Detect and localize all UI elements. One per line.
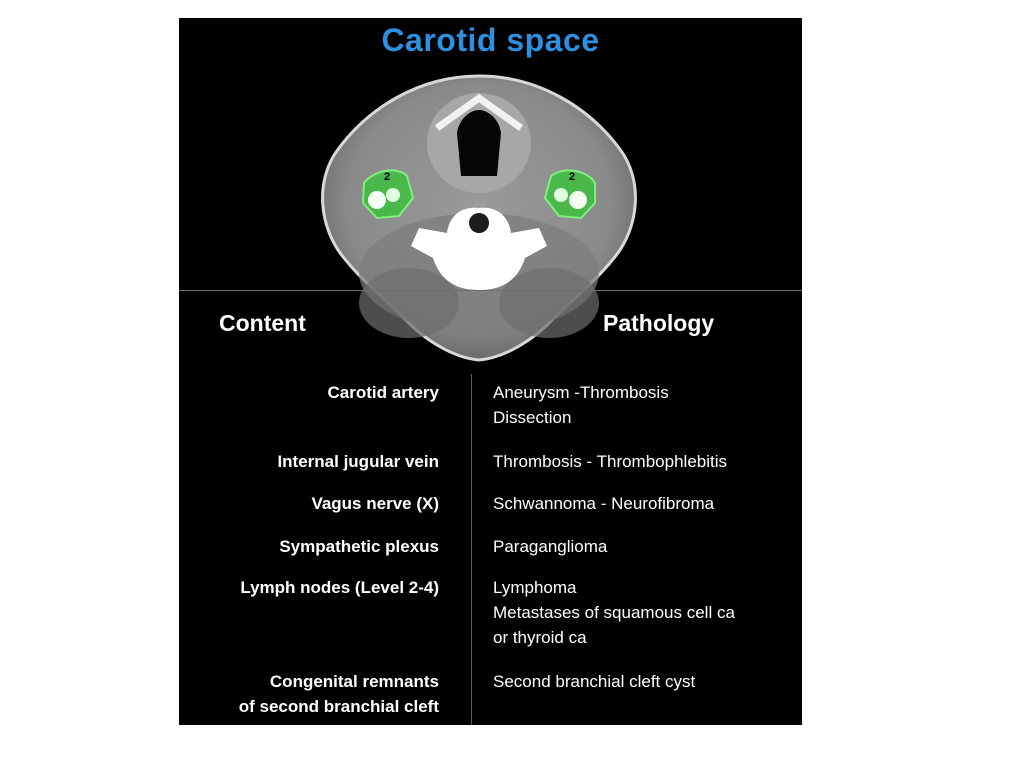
content-header: Content xyxy=(219,310,306,336)
slide-title: Carotid space xyxy=(381,22,600,58)
content-sympathetic-plexus: Sympathetic plexus xyxy=(279,537,439,556)
content-lymph-nodes: Lymph nodes (Level 2-4) xyxy=(240,578,439,597)
content-internal-jugular-vein: Internal jugular vein xyxy=(277,452,439,471)
pathology-carotid-artery: Aneurysm -Thrombosis Dissection xyxy=(493,383,669,427)
cervical-vertebra xyxy=(411,207,547,290)
content-congenital-remnants: Congenital remnants of second branchial … xyxy=(238,672,439,716)
content-carotid-artery: Carotid artery xyxy=(327,383,439,402)
section-divider xyxy=(179,290,802,291)
pathology-header: Pathology xyxy=(603,310,715,336)
ct-neck-axial-image: 2 2 xyxy=(321,74,637,362)
pathology-lymph-nodes: Lymphoma Metastases of squamous cell ca … xyxy=(493,578,735,647)
pathology-internal-jugular-vein: Thrombosis - Thrombophlebitis xyxy=(493,452,727,471)
airway xyxy=(457,110,501,176)
pathology-vagus-nerve: Schwannoma - Neurofibroma xyxy=(493,494,715,513)
pathology-sympathetic-plexus: Paraganglioma xyxy=(493,537,608,556)
left-level-marker: 2 xyxy=(384,171,390,183)
pathology-congenital-remnants: Second branchial cleft cyst xyxy=(493,672,696,691)
thyroid-cartilage xyxy=(434,93,524,131)
slide: Carotid space 2 2 Content Pathology Caro… xyxy=(179,18,802,725)
column-divider xyxy=(471,374,472,725)
right-level-marker: 2 xyxy=(569,171,575,183)
content-vagus-nerve: Vagus nerve (X) xyxy=(311,494,439,513)
